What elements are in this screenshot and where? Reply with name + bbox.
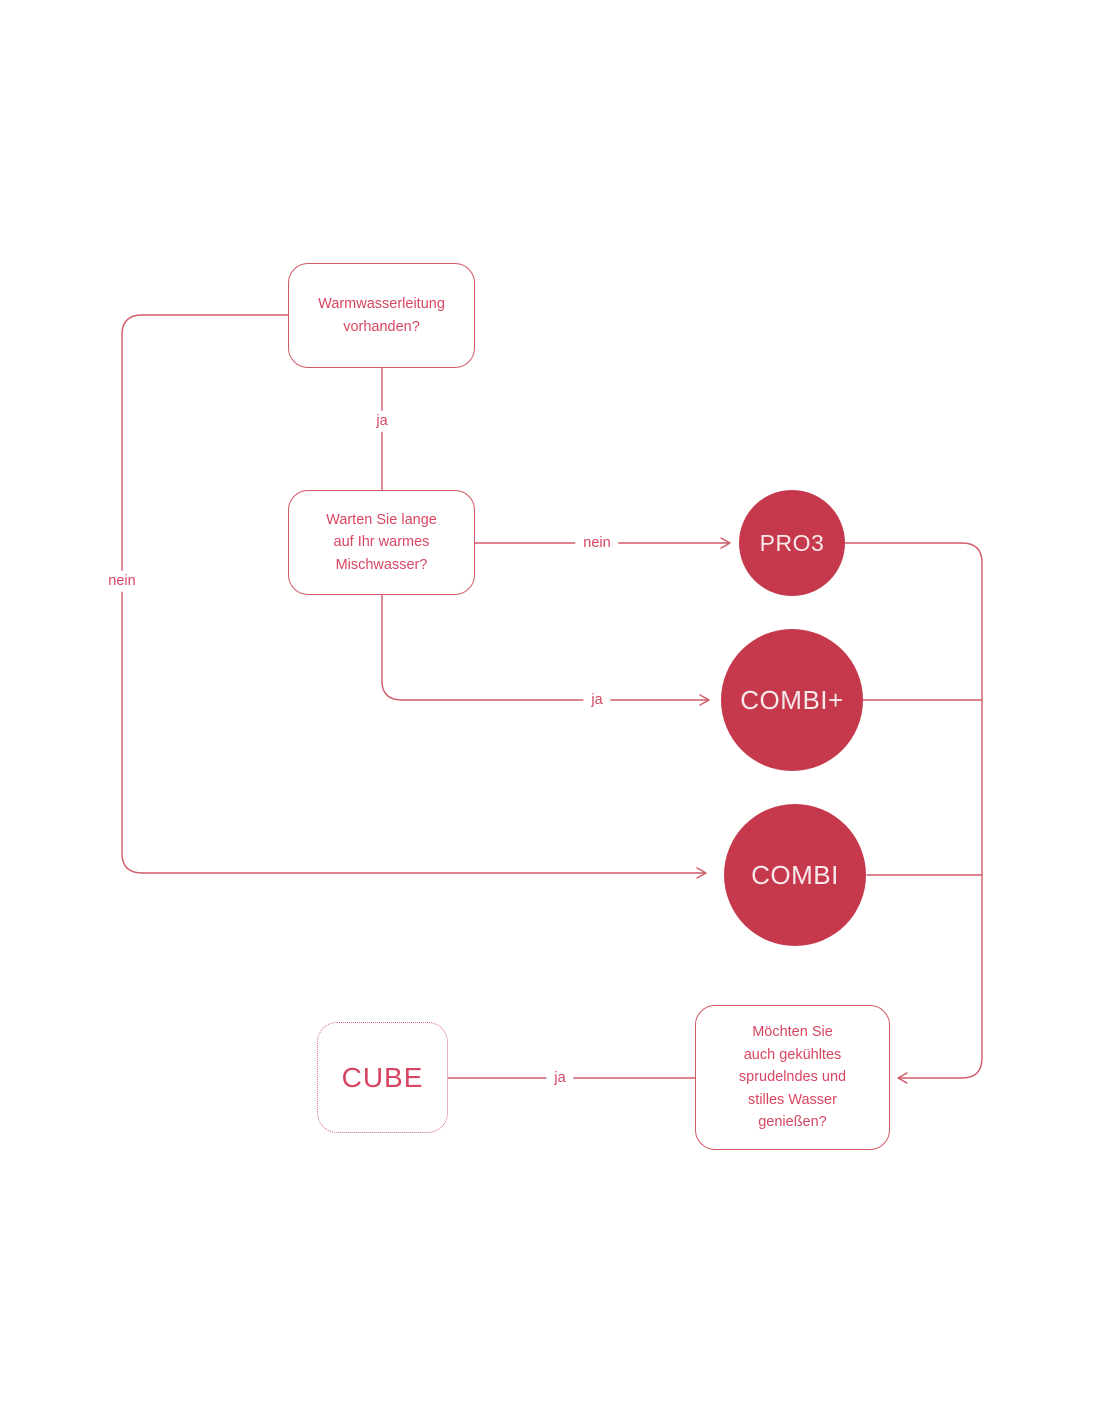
connector-q1-combi	[121, 314, 706, 874]
arrowhead-combi	[696, 867, 707, 879]
edge-label-ja-q2-combiplus: ja	[583, 689, 611, 711]
node-product-combi: COMBI	[724, 804, 866, 946]
product-label: COMBI+	[740, 684, 844, 715]
node-text: Warten Sie lange auf Ihr warmes Mischwas…	[326, 511, 437, 573]
product-label: COMBI	[751, 859, 839, 890]
node-text: Möchten Sie auch gekühltes sprudelndes u…	[738, 1024, 847, 1131]
product-label: CUBE	[341, 1061, 424, 1093]
node-product-pro3: PRO3	[739, 490, 845, 596]
connector-q2-combiplus	[381, 594, 709, 701]
node-warten-question: Warten Sie lange auf Ihr warmes Mischwas…	[288, 490, 475, 595]
node-product-cube: CUBE	[317, 1022, 448, 1133]
connector-trunk-q3	[844, 542, 983, 1079]
arrowhead-pro3	[720, 537, 731, 549]
node-text: Warmwasserleitung vorhanden?	[318, 296, 445, 335]
edge-label-ja-q1-q2: ja	[368, 410, 396, 432]
edge-label-nein-q2-pro3: nein	[575, 532, 619, 554]
arrowhead-combiplus	[699, 694, 710, 706]
edge-label-nein-q1-combi: nein	[100, 570, 144, 592]
node-warmwasserleitung-question: Warmwasserleitung vorhanden?	[288, 263, 475, 368]
edge-label-ja-q3-cube: ja	[546, 1067, 574, 1089]
product-label: PRO3	[759, 529, 825, 556]
arrowhead-q3	[897, 1072, 908, 1084]
node-product-combiplus: COMBI+	[721, 629, 863, 771]
node-gekuehltes-question: Möchten Sie auch gekühltes sprudelndes u…	[695, 1005, 890, 1150]
